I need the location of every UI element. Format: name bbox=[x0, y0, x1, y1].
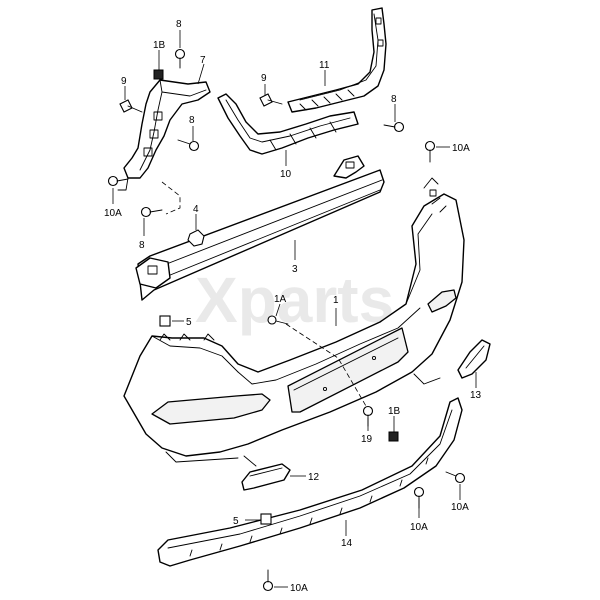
callout-8-bracket: 8 bbox=[139, 240, 145, 251]
watermark: Xparts bbox=[195, 264, 394, 336]
bolt-10a-left bbox=[107, 175, 129, 187]
bolt-1a bbox=[267, 315, 289, 325]
callout-1b-bottom: 1B bbox=[388, 406, 401, 417]
callout-5-lower: 5 bbox=[233, 516, 239, 527]
callout-1b-top: 1B bbox=[153, 40, 166, 51]
callout-19: 19 bbox=[361, 434, 373, 445]
upper-reinforcement-strip bbox=[287, 7, 387, 113]
clip-nut-1b-bottom bbox=[388, 431, 399, 442]
screw-8-top bbox=[174, 48, 186, 69]
callout-10a-bottom: 10A bbox=[290, 583, 308, 594]
screw-8-left bbox=[177, 139, 200, 152]
nut-4 bbox=[187, 229, 205, 247]
clip-5-lower bbox=[260, 513, 272, 525]
bolt-10a-right bbox=[445, 471, 466, 484]
clip-nut-1b-top bbox=[153, 69, 164, 80]
callout-8-right: 8 bbox=[391, 94, 397, 105]
callout-1a: 1A bbox=[274, 294, 287, 305]
callout-10a-left: 10A bbox=[104, 208, 122, 219]
callout-12: 12 bbox=[308, 472, 320, 483]
screw-8-bracket bbox=[140, 206, 163, 218]
callout-14: 14 bbox=[341, 538, 353, 549]
left-reflector bbox=[241, 463, 291, 491]
rivet-9-left bbox=[119, 99, 143, 113]
bolt-10a-bottom bbox=[262, 569, 274, 592]
callout-13: 13 bbox=[470, 390, 482, 401]
callout-10a-mid: 10A bbox=[410, 522, 428, 533]
callout-10: 10 bbox=[280, 169, 292, 180]
rivet-9-right bbox=[259, 93, 283, 107]
callout-4: 4 bbox=[193, 204, 199, 215]
bolt-10a-top-right bbox=[424, 140, 436, 163]
lower-reinforcement-strip bbox=[217, 93, 359, 155]
callout-1: 1 bbox=[333, 295, 339, 306]
leader-lines bbox=[112, 30, 477, 588]
screw-8-right bbox=[383, 121, 405, 133]
impact-beam bbox=[135, 155, 385, 301]
callout-9-right: 9 bbox=[261, 73, 267, 84]
callout-9-left: 9 bbox=[121, 76, 127, 87]
callout-7: 7 bbox=[200, 55, 206, 66]
left-mounting-bracket bbox=[117, 79, 211, 191]
bumper-cover bbox=[123, 177, 465, 467]
callout-labels: 8 1B 7 9 8 10A 8 4 9 11 10 8 10A 3 1 1A … bbox=[104, 19, 482, 594]
callout-8-left: 8 bbox=[189, 115, 195, 126]
callout-8-top: 8 bbox=[176, 19, 182, 30]
right-reflector bbox=[457, 339, 491, 379]
callout-11: 11 bbox=[319, 60, 330, 71]
lower-spoiler bbox=[157, 397, 463, 567]
callout-3: 3 bbox=[292, 264, 298, 275]
callout-5-upper: 5 bbox=[186, 317, 192, 328]
clip-5-upper bbox=[159, 315, 171, 327]
callout-10a-right: 10A bbox=[451, 502, 469, 513]
callout-10a-top-right: 10A bbox=[452, 143, 470, 154]
